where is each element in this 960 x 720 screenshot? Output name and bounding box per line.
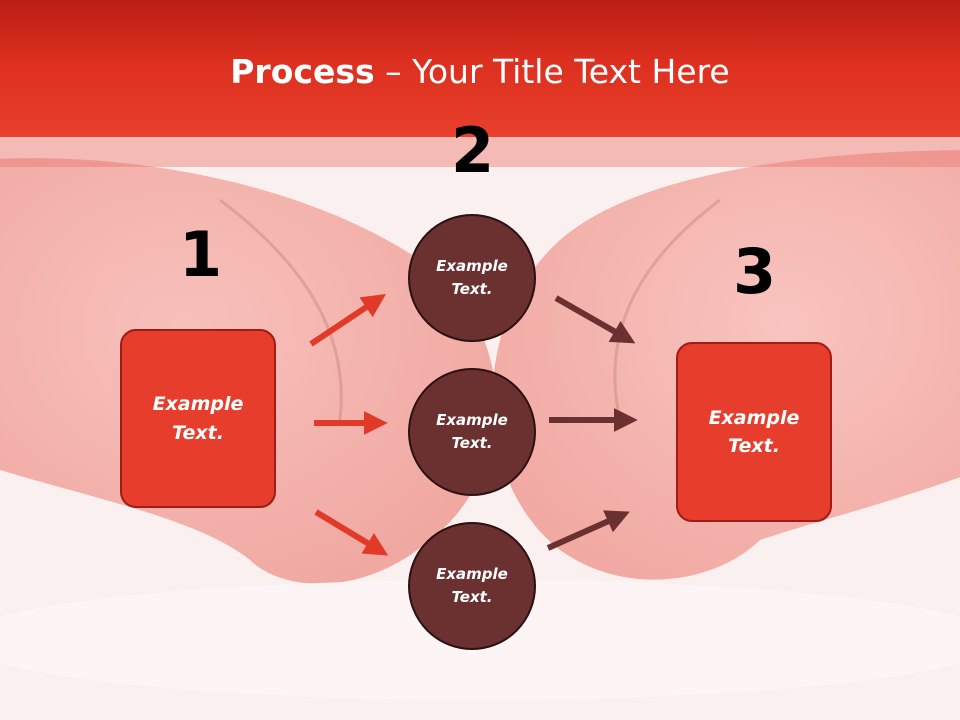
right-box-line2: Text. xyxy=(728,435,780,457)
arrow-left-to-bottom xyxy=(314,509,389,556)
left-step-box: Example Text. xyxy=(120,329,276,508)
title-bold: Process xyxy=(230,52,375,91)
right-step-box: Example Text. xyxy=(676,342,832,522)
title-band xyxy=(0,137,960,167)
circle-top-line1: Example xyxy=(436,256,508,275)
arrow-bottom-to-right xyxy=(546,510,630,551)
title-rest: – Your Title Text Here xyxy=(374,52,730,91)
circle-bottom-line2: Text. xyxy=(451,588,493,606)
circle-middle: Example Text. xyxy=(408,368,536,496)
arrow-top-to-right xyxy=(554,295,636,344)
circle-top: Example Text. xyxy=(408,214,536,342)
step-number-2: 2 xyxy=(451,114,495,187)
page-title: Process – Your Title Text Here xyxy=(0,52,960,91)
right-box-line1: Example xyxy=(708,406,800,429)
circle-top-line2: Text. xyxy=(451,280,493,298)
title-bar xyxy=(0,0,960,137)
circle-middle-line2: Text. xyxy=(451,434,493,452)
step-number-1: 1 xyxy=(179,218,223,291)
step-number-3: 3 xyxy=(733,235,777,308)
left-box-line1: Example xyxy=(152,393,244,415)
left-box-line2: Text. xyxy=(172,421,224,444)
circle-middle-line1: Example xyxy=(436,410,508,429)
circle-bottom: Example Text. xyxy=(408,522,536,650)
circle-bottom-line1: Example xyxy=(436,564,508,583)
arrow-left-to-top xyxy=(309,294,386,347)
